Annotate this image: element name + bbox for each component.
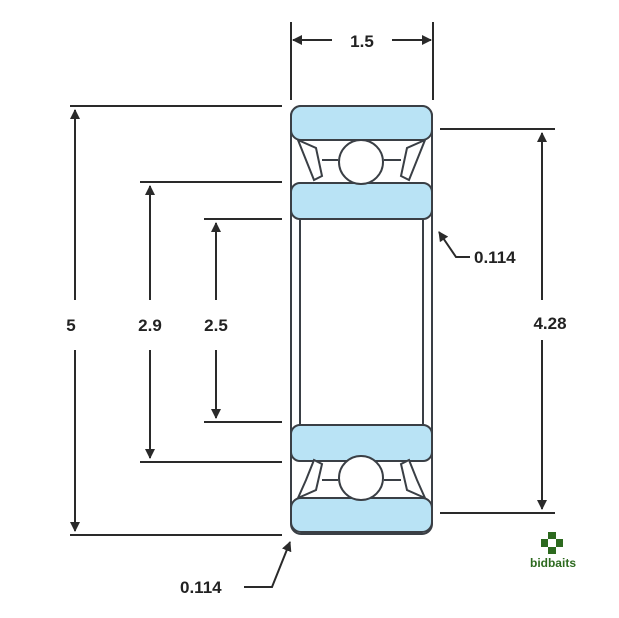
width-dimension: 1.5 xyxy=(290,22,434,100)
chamfer-top-label: 0.114 xyxy=(474,248,516,267)
outer-race-top xyxy=(290,105,433,141)
outer-race-diameter-label: 4.28 xyxy=(533,314,566,333)
width-label: 1.5 xyxy=(350,32,374,51)
ball-top xyxy=(338,139,384,185)
outer-race-bottom xyxy=(290,497,433,533)
bore-label: 2.5 xyxy=(204,316,228,335)
shield-bottom-left xyxy=(296,458,324,500)
outer-diameter-dimension: 5 xyxy=(66,105,282,536)
shoulder-diameter-label: 2.9 xyxy=(138,316,162,335)
outer-race-diameter-dimension: 4.28 xyxy=(440,128,567,514)
puzzle-cross-icon xyxy=(541,532,563,554)
outer-diameter-label: 5 xyxy=(66,316,75,335)
shield-bottom-right xyxy=(399,458,427,500)
chamfer-bottom-callout: 0.114 xyxy=(180,541,292,597)
shoulder-diameter-dimension: 2.9 xyxy=(138,181,282,463)
brand-logo: bidbaits xyxy=(530,532,576,570)
brand-name: bidbaits xyxy=(530,556,576,570)
chamfer-bottom-leader xyxy=(244,541,292,588)
chamfer-bottom-label: 0.114 xyxy=(180,578,222,597)
chamfer-top-callout: 0.114 xyxy=(438,231,516,267)
bore-dimension: 2.5 xyxy=(204,218,282,423)
chamfer-top-leader xyxy=(438,231,470,258)
inner-race-top xyxy=(290,182,433,220)
ball-bottom xyxy=(338,455,384,501)
shield-top-left xyxy=(296,138,324,182)
shield-top-right xyxy=(399,138,427,182)
bearing-cross-section xyxy=(290,105,433,535)
